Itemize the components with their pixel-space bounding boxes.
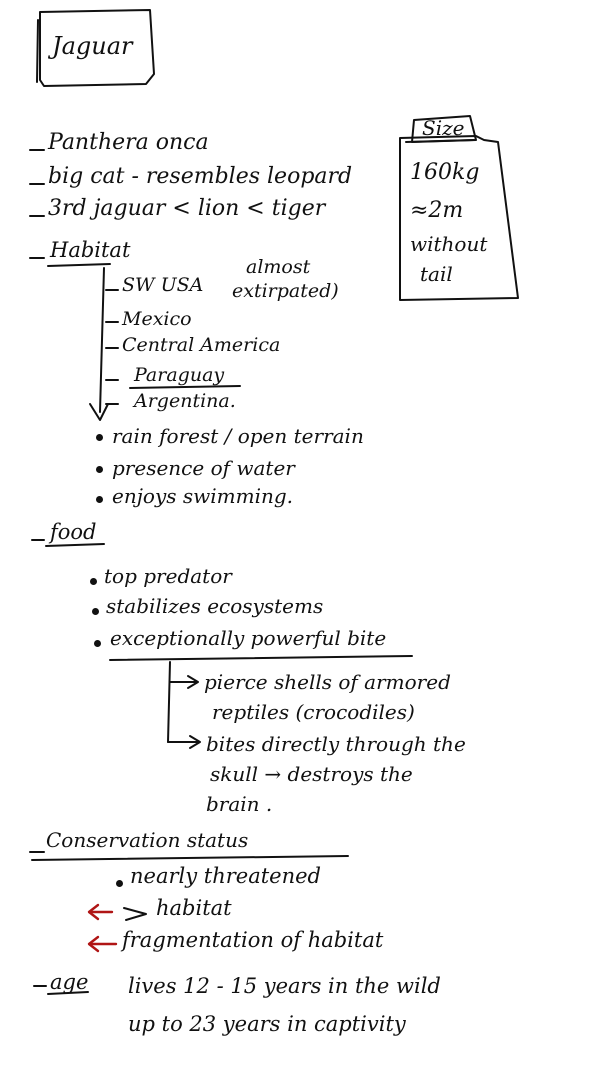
description-line: big cat - resembles leopard (48, 164, 353, 189)
age-underline (47, 991, 89, 995)
size-weight: 160kg (410, 160, 480, 185)
bite-underline (109, 655, 413, 661)
bite-arrow-1-head (187, 675, 199, 689)
page-title: Jaguar (52, 32, 133, 60)
habitat-underline (47, 263, 111, 267)
bite-detail: brain . (206, 792, 273, 816)
size-box-title: Size (422, 116, 465, 140)
conservation-status: nearly threatened (130, 864, 321, 888)
habitat-arrow-head (89, 403, 109, 421)
age-heading: age (50, 970, 89, 994)
habitat-location-note-1: almost (246, 256, 311, 278)
conservation-cause: habitat (156, 896, 232, 920)
bullet (90, 578, 97, 585)
bullet (96, 466, 103, 473)
bite-detail: skull → destroys the (210, 762, 413, 786)
food-point: exceptionally powerful bite (110, 626, 387, 650)
bite-detail: reptiles (crocodiles) (212, 700, 415, 724)
title-box-inner (36, 19, 39, 83)
bullet (94, 640, 101, 647)
size-note-2: tail (420, 262, 453, 286)
habitat-cause-arrow (123, 907, 147, 921)
conservation-heading: Conservation status (46, 828, 249, 852)
habitat-location-note-2: extirpated) (232, 280, 339, 302)
food-point: top predator (104, 564, 232, 588)
bullet (96, 434, 103, 441)
conservation-underline (31, 855, 349, 861)
bite-detail: bites directly through the (206, 732, 466, 756)
habitat-location: SW USA (122, 274, 204, 296)
habitat-location: Paraguay (134, 364, 225, 386)
habitat-arrow-line (99, 267, 105, 413)
habitat-trait: rain forest / open terrain (112, 424, 364, 448)
habitat-trait: enjoys swimming. (112, 484, 294, 508)
habitat-location: Central America (122, 334, 281, 356)
food-point: stabilizes ecosystems (106, 594, 324, 618)
bullet (116, 880, 123, 887)
conservation-cause: fragmentation of habitat (122, 928, 384, 952)
size-ranking-line: 3rd jaguar < lion < tiger (48, 196, 326, 221)
red-arrow-1-head (87, 903, 100, 921)
red-arrow-2-head (87, 935, 100, 953)
paraguay-underline (129, 385, 241, 389)
food-heading: food (50, 520, 97, 544)
size-underline (405, 139, 475, 143)
bullet (92, 608, 99, 615)
food-underline (45, 543, 105, 547)
habitat-location: Mexico (122, 308, 192, 330)
bite-bracket (167, 661, 171, 743)
bullet (96, 496, 103, 503)
age-line: lives 12 - 15 years in the wild (128, 974, 441, 998)
bite-arrow-2-head (189, 735, 201, 749)
habitat-trait: presence of water (112, 456, 295, 480)
bite-detail: pierce shells of armored (204, 670, 451, 694)
age-line: up to 23 years in captivity (128, 1012, 406, 1036)
size-length: ≈2m (410, 198, 464, 223)
habitat-heading: Habitat (50, 238, 131, 262)
size-box-tag (411, 115, 477, 143)
size-note-1: without (410, 232, 488, 256)
title-box (39, 9, 155, 87)
species-name: Panthera onca (48, 130, 209, 155)
habitat-location: Argentina. (134, 390, 236, 412)
